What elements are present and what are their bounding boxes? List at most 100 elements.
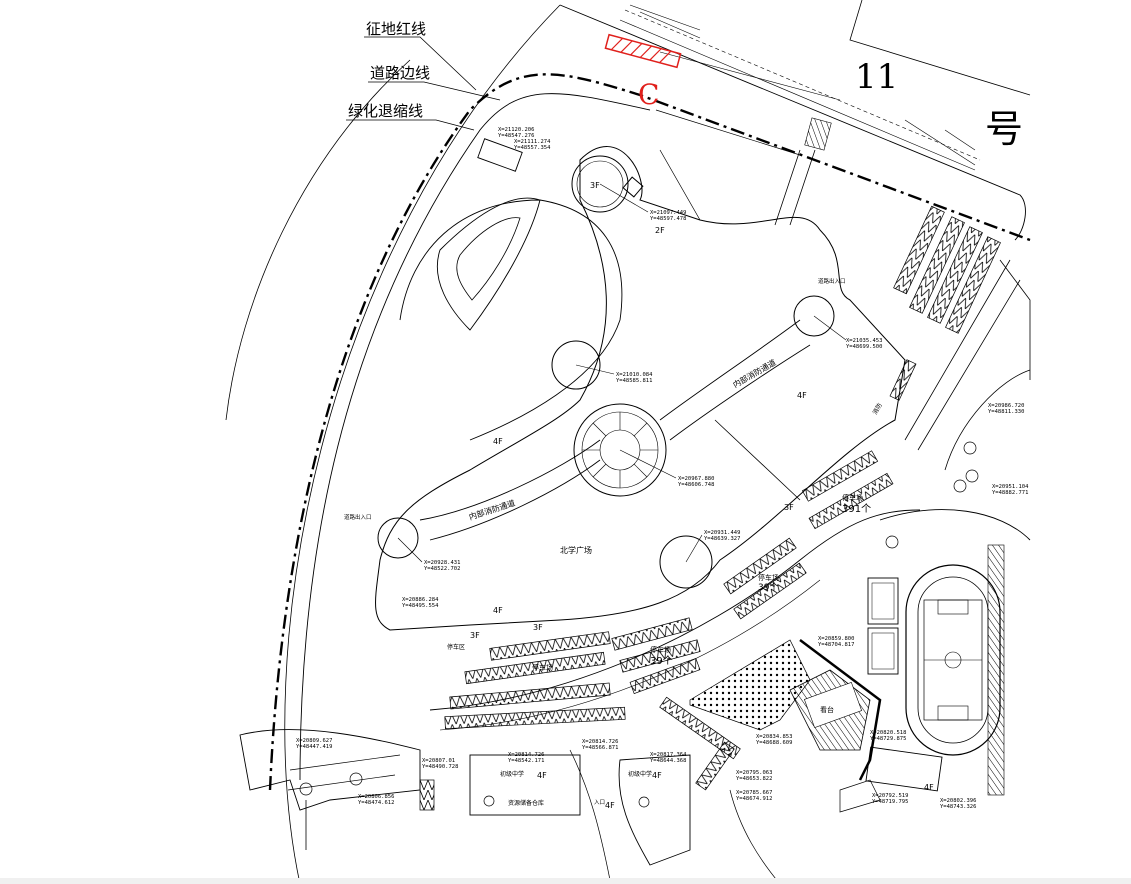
road-edge-top-3 (619, 19, 976, 171)
coord-text: Y=48474.612 (358, 800, 394, 806)
coord-text: X=20809.627 (296, 738, 332, 744)
floor-label: 4F (605, 801, 615, 810)
floor-label: 4F (797, 391, 807, 400)
parking-c-count: 39个 (758, 582, 778, 593)
fire-lane-band-2 (659, 319, 811, 441)
coord-text: Y=48882.771 (992, 490, 1028, 496)
coord-text: X=20817.364 (650, 752, 687, 758)
legend-red-line: 征地红线 (366, 20, 426, 38)
warehouse-label: 资源储备仓库 (508, 799, 544, 807)
coord-text: Y=48699.500 (846, 344, 882, 350)
coord-text: X=20986.720 (988, 403, 1024, 409)
small-pavilion (622, 176, 644, 198)
coord-text: Y=48704.817 (818, 642, 854, 648)
plaza-inner-curve (399, 199, 623, 441)
road-entry-label-2: 道路出入口 (818, 277, 846, 285)
coord-text: Y=48639.327 (704, 536, 740, 542)
coord-text: X=20792.519 (872, 793, 908, 799)
parking-strips-south (419, 617, 741, 811)
bike-area-label: 停车区 (447, 643, 465, 651)
fire-lane-label-2: 内部消防通道 (731, 357, 778, 390)
coord-text: Y=48547.276 (498, 133, 534, 139)
coord-text: X=20820.518 (870, 730, 906, 736)
road-edge-top (559, 4, 1026, 241)
parking-d-label: 停车场 (532, 663, 553, 672)
parking-strips-center (723, 450, 894, 620)
outer-arc-2 (225, 59, 411, 421)
coord-text: Y=48585.811 (616, 378, 652, 384)
guard-booth (477, 138, 523, 172)
number-11: 11 (855, 57, 898, 97)
rotunda-south (659, 535, 713, 589)
coord-text: Y=48743.326 (940, 804, 976, 810)
dorm-outline (239, 729, 421, 811)
viewer-bottom-strip (0, 878, 1131, 884)
coord-text: X=20931.449 (704, 530, 740, 536)
coord-text: X=20834.853 (756, 734, 792, 740)
dotted-court (689, 639, 811, 731)
rotunda-west (551, 340, 601, 390)
coord-text: X=21120.206 (498, 127, 534, 133)
road-edge-top-2 (624, 9, 981, 161)
rotunda-sw (377, 517, 419, 559)
red-line-boundary (268, 73, 1031, 791)
coord-text: Y=48490.728 (422, 764, 458, 770)
central-rosette (573, 403, 667, 497)
coordinate-annotations: X=21120.206 Y=48547.276 X=21111.274 Y=48… (296, 127, 1029, 810)
coord-text: Y=48557.354 (514, 145, 551, 151)
coord-text: Y=48811.330 (988, 409, 1024, 415)
gym-building (865, 746, 943, 792)
dimension-marks (629, 4, 976, 166)
floor-label: 4F (537, 771, 547, 780)
coord-text: Y=48653.822 (736, 776, 772, 782)
coord-text: X=20859.800 (818, 636, 854, 642)
road-right (879, 509, 1031, 541)
junior-school-1 (469, 754, 581, 816)
hao-char: 号 (985, 107, 1023, 151)
parking-a-label: 停车场 (842, 493, 863, 502)
parking-b-label: 停车场 (650, 645, 671, 654)
fire-route-label: 消防 (871, 402, 884, 416)
rotunda-top (571, 155, 629, 213)
coord-text: Y=48447.419 (296, 744, 332, 750)
coord-text: X=20807.01 (422, 758, 455, 764)
coord-text: Y=48729.875 (870, 736, 906, 742)
coord-text: Y=48719.795 (872, 799, 908, 805)
floor-label: 4F (493, 606, 503, 615)
building-2-label: 初级中学 (628, 770, 652, 778)
fire-lane-band-1 (419, 439, 601, 541)
entrance-label: 入口 (594, 799, 605, 806)
legend-road-edge: 道路边线 (370, 64, 430, 82)
fan-shaped-court (436, 197, 541, 331)
basketball-courts (867, 577, 899, 675)
coord-text: Y=48644.368 (650, 758, 686, 764)
floor-label: 3F (533, 623, 543, 632)
grandstand-label: 看台 (820, 705, 834, 714)
coord-text: X=20886.284 (402, 597, 439, 603)
zone-c-hatch (604, 33, 682, 69)
rotunda-east (793, 295, 835, 337)
north-plaza-label: 北学广场 (560, 545, 592, 555)
building-1-label: 初级中学 (500, 770, 524, 778)
coord-text: X=20928.431 (424, 560, 460, 566)
coord-text: Y=48566.871 (582, 745, 618, 751)
coord-text: X=21010.084 (616, 372, 653, 378)
floor-label: 3F (470, 631, 480, 640)
stair-block (804, 117, 832, 151)
coord-text: Y=48522.702 (424, 566, 460, 572)
coord-text: X=21097.449 (650, 210, 686, 216)
coord-text: X=20967.880 (678, 476, 714, 482)
parking-strips-ne (889, 205, 1001, 401)
parking-c-label: 停车场 (758, 573, 779, 582)
floor-label: 4F (924, 783, 934, 792)
running-track (905, 544, 1005, 796)
road-entry-label-1: 道路出入口 (344, 513, 372, 521)
floor-label: 3F (590, 181, 600, 190)
coord-text: Y=48674.912 (736, 796, 772, 802)
outer-arc-1 (284, 4, 561, 884)
coord-text: X=21111.274 (514, 139, 551, 145)
parking-b-count: 39个 (650, 655, 673, 667)
coord-text: X=20802.396 (940, 798, 976, 804)
building-11-outline (849, 0, 1031, 96)
